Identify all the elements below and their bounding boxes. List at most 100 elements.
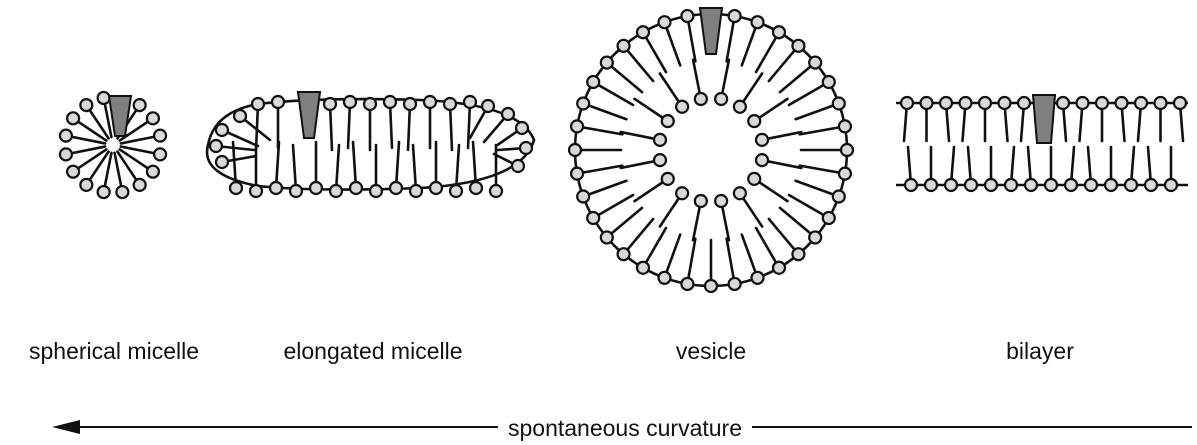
lipid-head <box>464 96 476 108</box>
lipid-head <box>940 97 952 109</box>
lipid-head <box>569 144 581 156</box>
lipid-head <box>430 182 442 194</box>
lipid-head <box>676 187 688 199</box>
lipid-head <box>512 160 524 172</box>
lipid-head <box>601 57 613 69</box>
lipid-head <box>404 98 416 110</box>
lipid-head <box>748 115 760 127</box>
lipid-head <box>1155 97 1167 109</box>
lipid-head <box>310 182 322 194</box>
lipid-head <box>905 179 917 191</box>
lipid-head <box>154 130 166 142</box>
lipid-head <box>681 278 693 290</box>
lipid-head <box>809 231 821 243</box>
lipid-head <box>410 185 422 197</box>
lipid-head <box>695 195 707 207</box>
lipid-head <box>330 185 342 197</box>
lipid-head <box>809 57 821 69</box>
lipid-head <box>676 101 688 113</box>
cone-shaped-molecule <box>1033 95 1055 143</box>
lipid-head <box>577 97 589 109</box>
lipid-head <box>729 278 741 290</box>
lipid-head <box>290 185 302 197</box>
lipid-head <box>1005 179 1017 191</box>
lipid-head <box>1025 179 1037 191</box>
lipid-head <box>60 148 72 160</box>
lipid-head <box>270 182 282 194</box>
lipid-head <box>384 96 396 108</box>
lipid-head <box>577 191 589 203</box>
lipid-head <box>587 76 599 88</box>
lipid-head <box>960 97 972 109</box>
cone-shaped-molecule <box>298 92 320 138</box>
lipid-head <box>216 156 228 168</box>
lipid-head <box>945 179 957 191</box>
lipid-head <box>520 142 532 154</box>
lipid-head <box>424 96 436 108</box>
lipid-head <box>134 99 146 111</box>
lipid-head <box>658 16 670 28</box>
lipid-head <box>1065 179 1077 191</box>
lipid-head <box>695 93 707 105</box>
lipid-head <box>601 231 613 243</box>
lipid-head <box>756 134 768 146</box>
lipid-head <box>134 179 146 191</box>
vesicle-drawing <box>569 8 853 292</box>
arrow-label: spontaneous curvature <box>498 415 752 442</box>
lipid-head <box>839 120 851 132</box>
lipid-head <box>67 166 79 178</box>
lipid-head <box>252 98 264 110</box>
lipid-head <box>67 112 79 124</box>
lipid-head <box>637 262 649 274</box>
lipid-head <box>1096 97 1108 109</box>
elongated-micelle-drawing <box>207 92 534 197</box>
lipid-head <box>773 26 785 38</box>
lipid-head <box>921 97 933 109</box>
lipid-head <box>1116 97 1128 109</box>
lipid-head <box>1085 179 1097 191</box>
lipid-head <box>216 124 228 136</box>
elongated-micelle-label: elongated micelle <box>283 338 462 365</box>
lipid-head <box>705 280 717 292</box>
lipid-head <box>654 154 666 166</box>
lipid-head <box>823 212 835 224</box>
lipid-head <box>571 168 583 180</box>
vesicle-label: vesicle <box>676 338 746 365</box>
lipid-head <box>390 182 402 194</box>
lipid-head <box>444 98 456 110</box>
lipid-head <box>98 186 110 198</box>
lipid-head <box>839 168 851 180</box>
bilayer-label: bilayer <box>1006 338 1074 365</box>
lipid-head <box>1057 97 1069 109</box>
lipid-head <box>80 99 92 111</box>
lipid-head <box>370 185 382 197</box>
lipid-head <box>965 179 977 191</box>
lipid-head <box>450 185 462 197</box>
lipid-head <box>60 130 72 142</box>
lipid-head <box>925 179 937 191</box>
lipid-head <box>1174 97 1186 109</box>
lipid-head <box>210 140 222 152</box>
lipid-head <box>662 173 674 185</box>
lipid-head <box>833 97 845 109</box>
lipid-head <box>344 96 356 108</box>
spherical-micelle-label: spherical micelle <box>29 338 199 365</box>
lipid-head <box>147 166 159 178</box>
lipid-head <box>1165 179 1177 191</box>
lipid-head <box>587 212 599 224</box>
lipid-head <box>618 40 630 52</box>
lipid-head <box>729 10 741 22</box>
lipid-head <box>502 108 514 120</box>
lipid-head <box>748 173 760 185</box>
spherical-micelle-drawing <box>60 92 166 198</box>
lipid-head <box>792 40 804 52</box>
arrow-head <box>52 420 80 434</box>
lipid-head <box>985 179 997 191</box>
lipid-head <box>752 16 764 28</box>
lipid-head <box>681 10 693 22</box>
lipid-head <box>654 134 666 146</box>
lipid-head <box>658 272 670 284</box>
lipid-head <box>999 97 1011 109</box>
lipid-head <box>833 191 845 203</box>
lipid-head <box>618 248 630 260</box>
